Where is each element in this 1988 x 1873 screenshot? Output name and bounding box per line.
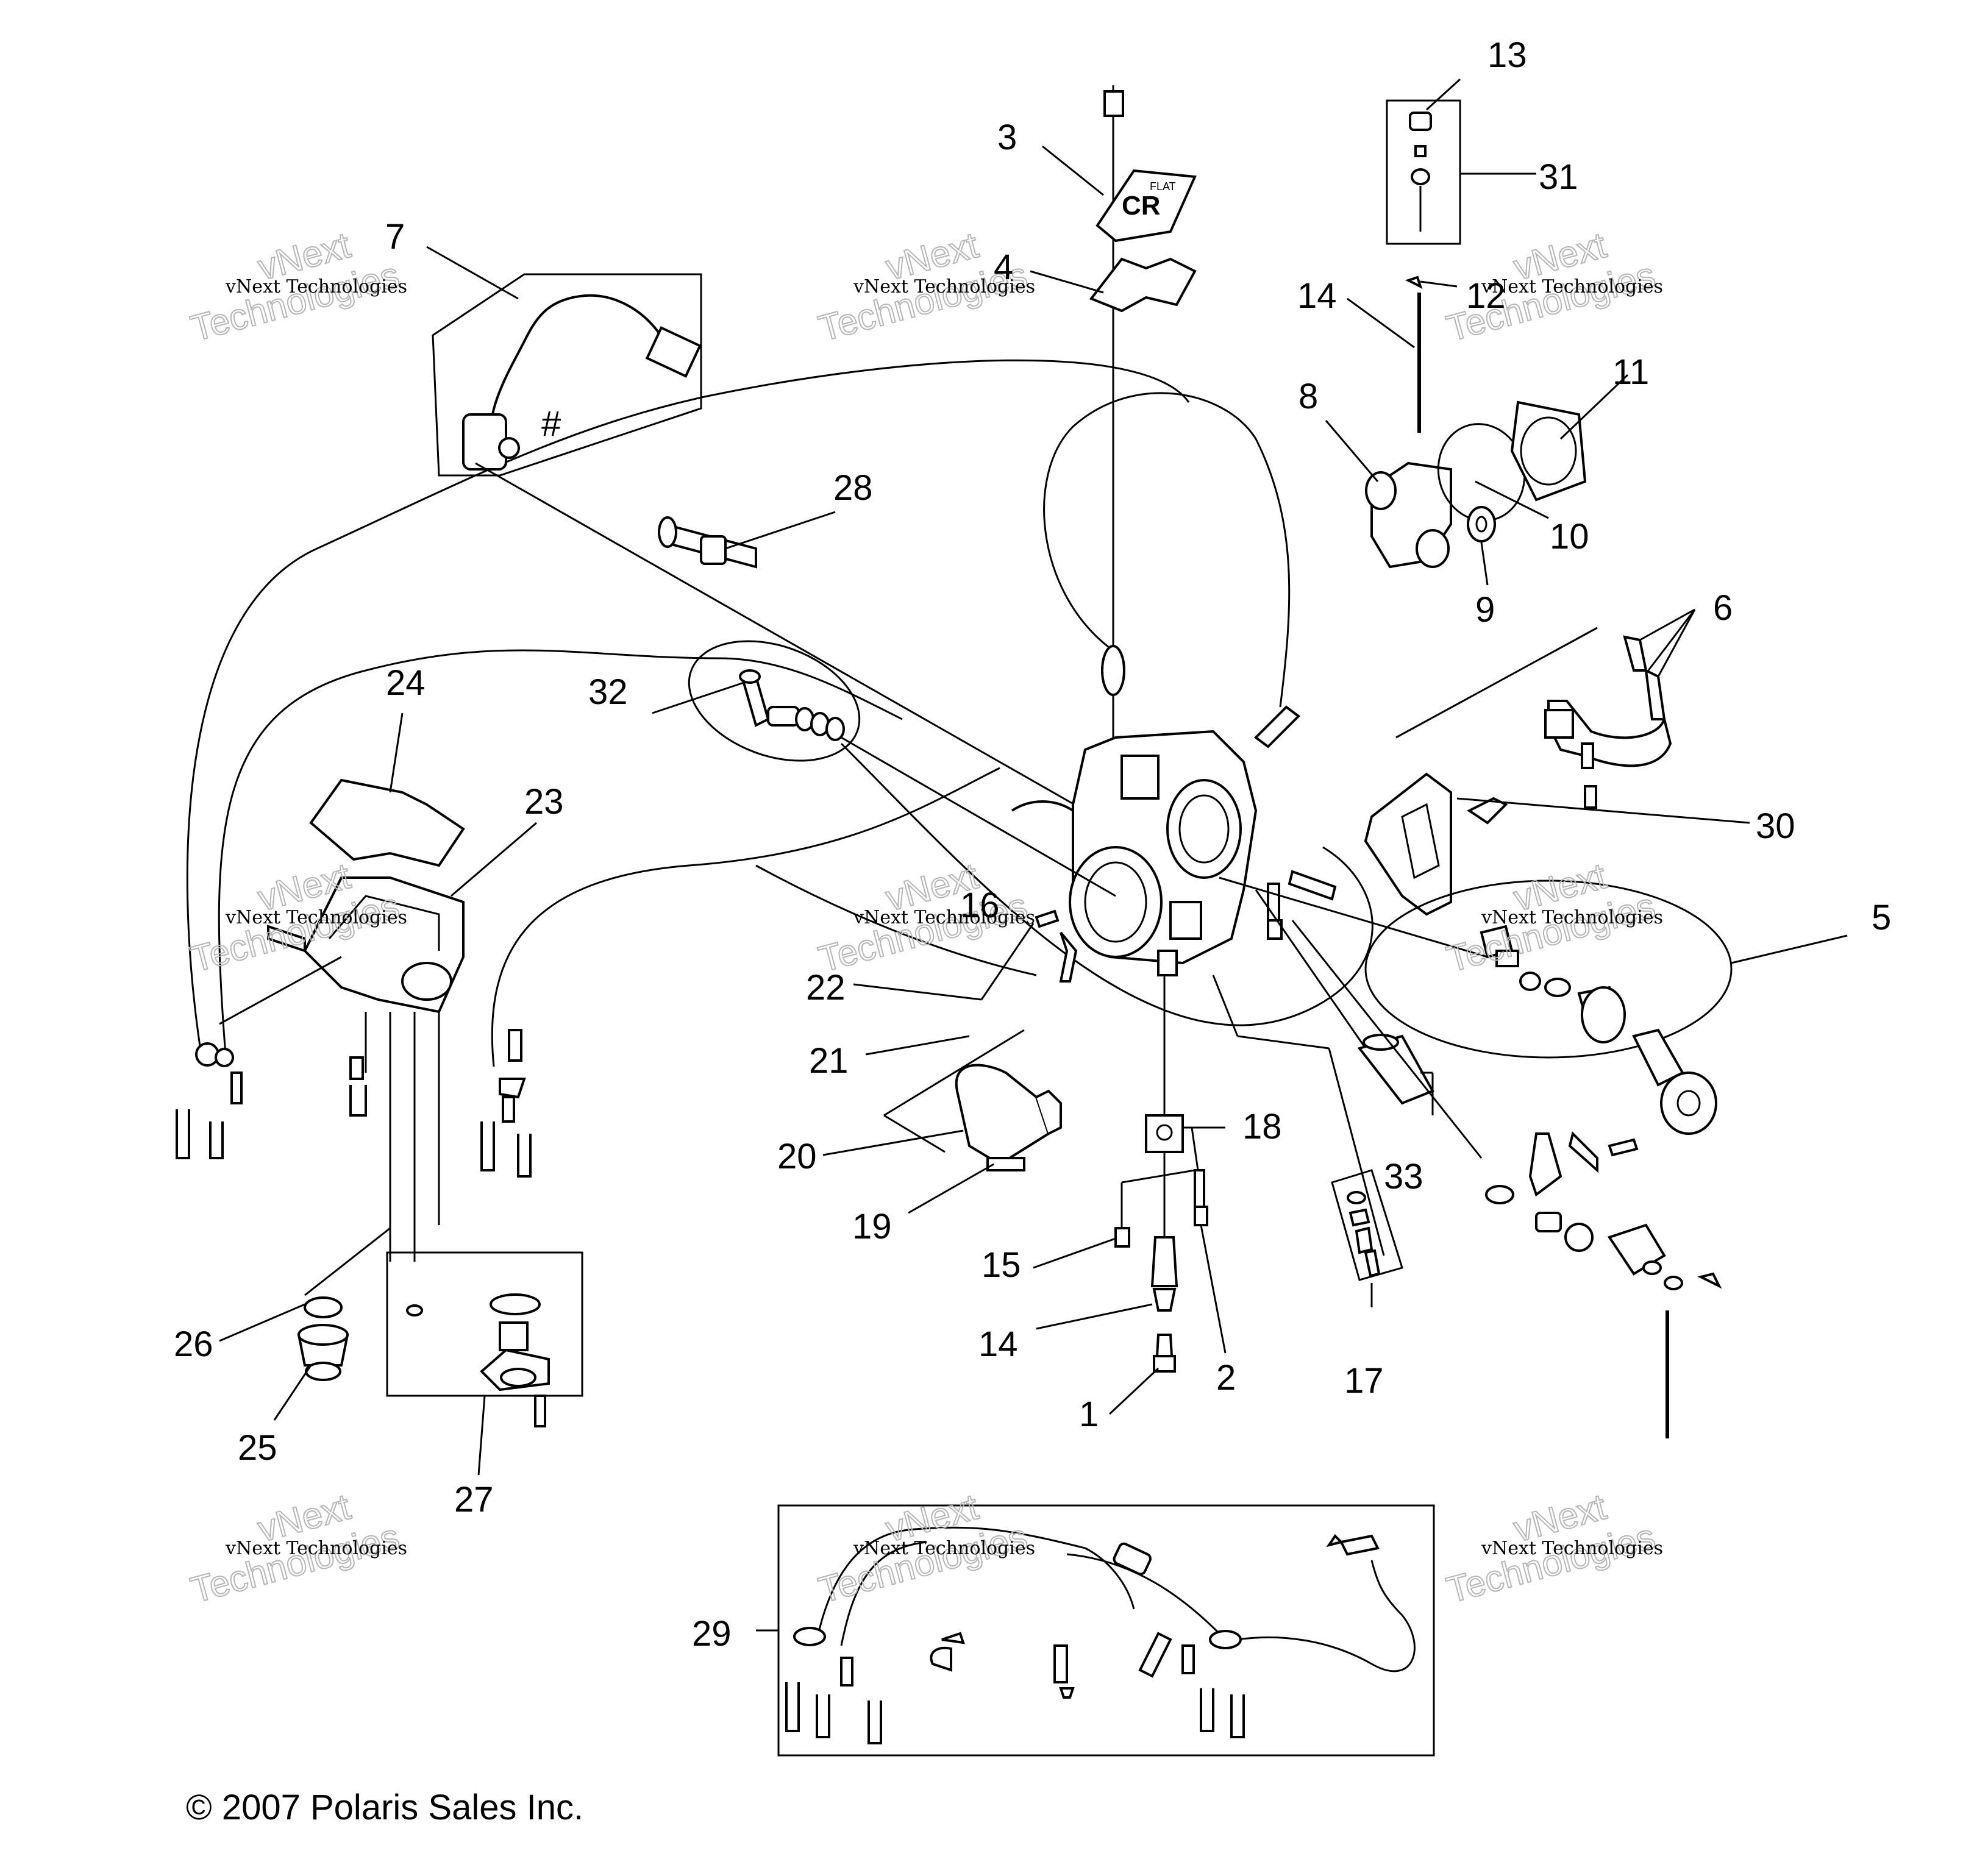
svg-text:vNext Technologies: vNext Technologies xyxy=(225,907,407,928)
callout-17: 17 xyxy=(1344,1361,1384,1401)
svg-text:vNext Technologies: vNext Technologies xyxy=(225,1538,407,1559)
jet-needle-14-12 xyxy=(1405,275,1423,433)
callout-1: 1 xyxy=(1079,1395,1099,1434)
callout-18: 18 xyxy=(1242,1107,1282,1146)
callout-21: 21 xyxy=(809,1041,849,1081)
throttle-housing-8 xyxy=(1365,400,1587,569)
hash-mark: # xyxy=(541,404,561,444)
callout-32: 32 xyxy=(588,672,628,712)
callout-5: 5 xyxy=(1872,898,1891,937)
watermark: vNext Technologies vNext Technologies xyxy=(186,1485,407,1611)
callout-20: 20 xyxy=(777,1137,817,1176)
float-bowl-23 xyxy=(219,876,522,1262)
idle-screw-28 xyxy=(658,516,757,569)
callout-29: 29 xyxy=(692,1614,732,1654)
callout-14-top: 14 xyxy=(1297,276,1337,316)
callout-10: 10 xyxy=(1550,517,1589,556)
callout-30: 30 xyxy=(1756,806,1795,846)
center-small-parts xyxy=(883,705,1337,1171)
callout-14-bottom: 14 xyxy=(978,1324,1018,1364)
accelerator-pump-27 xyxy=(386,1251,583,1427)
svg-text:vNext Technologies: vNext Technologies xyxy=(225,276,407,297)
callout-3: 3 xyxy=(997,118,1017,157)
svg-text:vNext Technologies: vNext Technologies xyxy=(1481,276,1663,297)
fuel-fitting-32 xyxy=(688,640,1116,897)
callout-27: 27 xyxy=(454,1480,494,1519)
callout-9: 9 xyxy=(1475,590,1495,630)
callout-2: 2 xyxy=(1216,1358,1236,1398)
gasket-24 xyxy=(309,778,465,867)
watermark: vNext Technologies vNext Technologies xyxy=(186,224,407,349)
svg-text:vNext Technologies: vNext Technologies xyxy=(853,276,1035,297)
callout-4: 4 xyxy=(994,247,1013,287)
callout-19: 19 xyxy=(852,1207,892,1246)
needle-retainer-31 xyxy=(1386,99,1461,245)
watermark: vNext Technologies vNext Technologies xyxy=(814,855,1035,980)
svg-text:vNext Technologies: vNext Technologies xyxy=(853,1538,1035,1559)
callout-8: 8 xyxy=(1299,377,1318,416)
callout-31: 31 xyxy=(1539,157,1578,197)
left-fittings xyxy=(176,1042,532,1178)
cover-small-text: FLAT xyxy=(1150,180,1176,193)
callout-28: 28 xyxy=(833,468,873,508)
callout-23: 23 xyxy=(524,782,564,822)
jet-stack xyxy=(1114,975,1225,1373)
callout-12: 12 xyxy=(1466,276,1506,316)
cover-text: CR xyxy=(1122,191,1161,221)
callout-16: 16 xyxy=(960,886,1000,925)
callout-leaders xyxy=(219,78,1848,1632)
callout-25: 25 xyxy=(238,1428,277,1468)
callout-6: 6 xyxy=(1713,588,1733,628)
svg-text:vNext Technologies: vNext Technologies xyxy=(853,907,1035,928)
drain-plug-group xyxy=(297,1227,391,1381)
copyright-text: © 2007 Polaris Sales Inc. xyxy=(186,1788,583,1827)
callout-11: 11 xyxy=(1612,352,1649,392)
callout-labels: 13 3 31 7 4 14 12 11 8 28 10 9 6 24 32 2… xyxy=(174,35,1891,1654)
callout-7: 7 xyxy=(385,217,405,257)
vacuum-chamber-cover: CR FLAT xyxy=(1089,85,1197,756)
callout-13: 13 xyxy=(1487,35,1527,75)
callout-33: 33 xyxy=(1384,1157,1423,1196)
carburetor-body xyxy=(1059,730,1258,983)
choke-linkage xyxy=(1291,920,1722,1438)
tps-assembly-6-30 xyxy=(1364,627,1750,916)
needle-17 xyxy=(1212,975,1403,1307)
callout-22: 22 xyxy=(806,968,846,1008)
callout-15: 15 xyxy=(982,1245,1021,1285)
watermark: vNext Technologies vNext Technologies xyxy=(1442,855,1663,980)
watermark: vNext Technologies vNext Technologies xyxy=(1442,1485,1663,1611)
throttle-drum-5 xyxy=(1219,876,1733,1135)
vent-hose-kit-29 xyxy=(777,1504,1435,1757)
svg-text:vNext Technologies: vNext Technologies xyxy=(1481,1538,1663,1559)
sensor-harness-group: # xyxy=(432,273,1086,812)
svg-text:vNext Technologies: vNext Technologies xyxy=(1481,907,1663,928)
callout-24: 24 xyxy=(386,663,426,703)
callout-26: 26 xyxy=(174,1324,213,1364)
